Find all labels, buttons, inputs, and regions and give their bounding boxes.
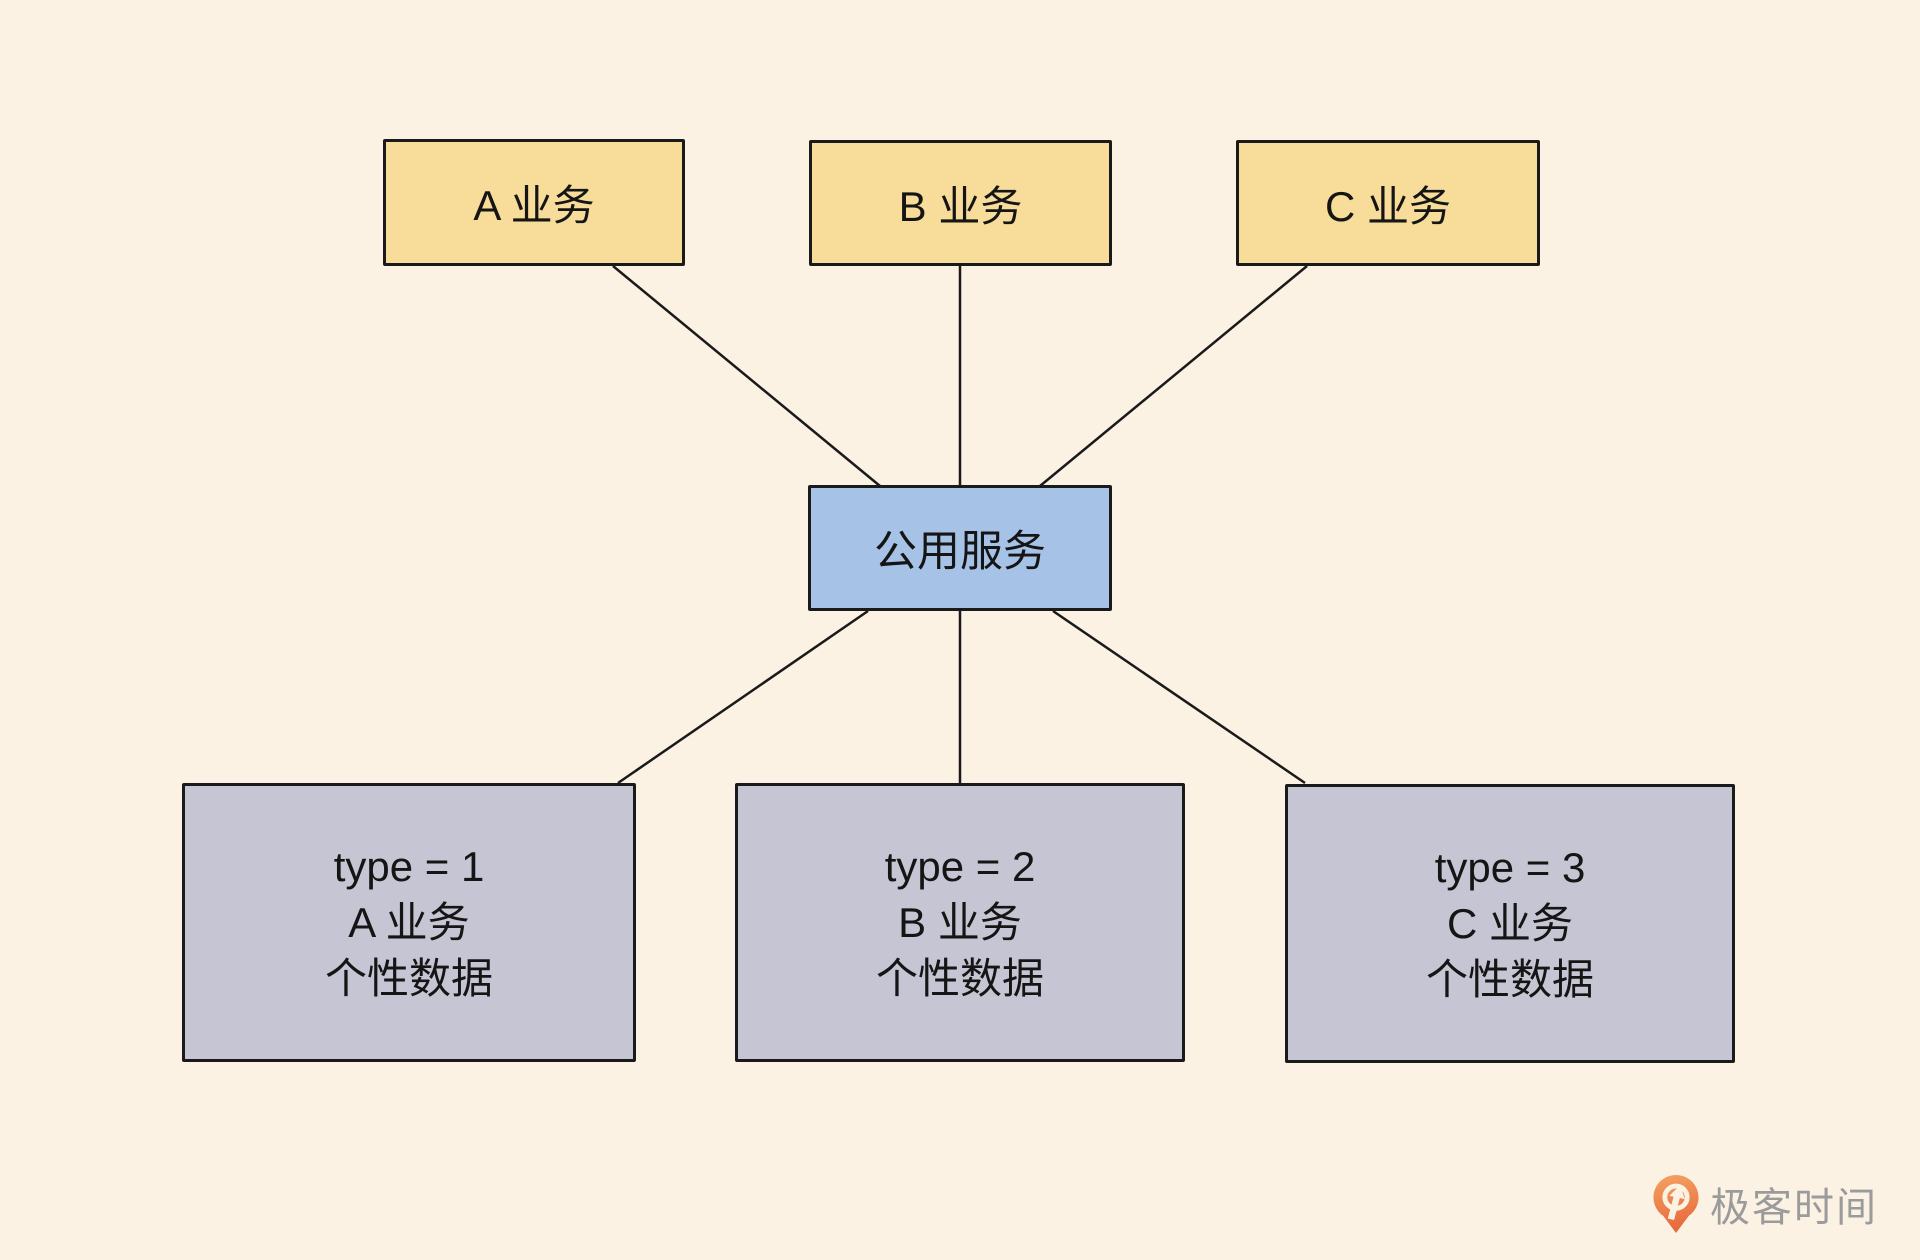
brand-watermark: 极客时间 (1652, 1174, 1878, 1234)
edge-common-to-data-1 (617, 609, 869, 785)
data-type-3-line-2: C 业务 (1446, 899, 1573, 947)
brand-watermark-text: 极客时间 (1710, 1186, 1878, 1230)
node-data-type-3-text: type = 3 C 业务 个性数据 (1426, 840, 1594, 1008)
node-data-type-1-text: type = 1 A 业务 个性数据 (325, 839, 493, 1007)
data-type-1-line-1: type = 1 (333, 842, 485, 890)
node-data-type-2: type = 2 B 业务 个性数据 (735, 783, 1185, 1062)
edge-common-to-data-3 (1052, 609, 1306, 785)
data-type-2-line-1: type = 2 (884, 842, 1036, 890)
geektime-logo-icon (1653, 1174, 1699, 1234)
data-type-3-line-3: 个性数据 (1425, 955, 1594, 1003)
node-service-b-label: B 业务 (898, 182, 1023, 230)
data-type-1-line-2: A 业务 (348, 898, 470, 946)
node-common-service: 公用服务 (808, 485, 1112, 611)
node-data-type-2-text: type = 2 B 业务 个性数据 (876, 839, 1044, 1007)
data-type-3-line-1: type = 3 (1434, 843, 1586, 891)
edge-service-a-to-common (612, 265, 881, 487)
node-data-type-3: type = 3 C 业务 个性数据 (1285, 784, 1735, 1063)
data-type-2-line-3: 个性数据 (875, 954, 1044, 1002)
data-type-1-line-3: 个性数据 (324, 954, 493, 1002)
node-service-c: C 业务 (1236, 140, 1540, 266)
node-service-b: B 业务 (809, 140, 1112, 266)
node-service-a: A 业务 (383, 139, 685, 266)
edge-service-c-to-common (1039, 265, 1308, 487)
node-common-service-label: 公用服务 (874, 528, 1046, 576)
node-data-type-1: type = 1 A 业务 个性数据 (182, 783, 636, 1062)
data-type-2-line-2: B 业务 (898, 898, 1022, 946)
node-service-a-label: A 业务 (473, 182, 595, 229)
node-service-c-label: C 业务 (1324, 182, 1451, 230)
